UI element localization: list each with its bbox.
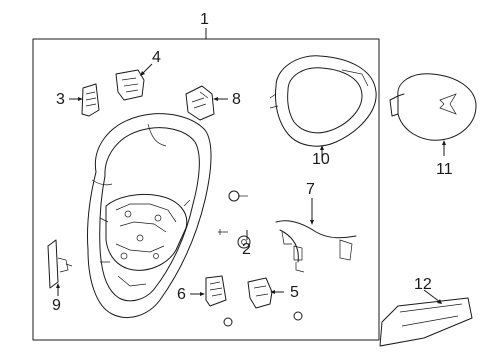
callout-11: 11 [436, 161, 453, 178]
callout-12: 12 [414, 276, 432, 293]
part-9-trim [47, 239, 73, 296]
callout-5: 5 [290, 284, 299, 301]
callout-10: 10 [312, 151, 330, 168]
part-8-switch [185, 85, 228, 121]
steering-wheel [87, 113, 212, 318]
part-12-cover [379, 289, 473, 347]
part-3-switch [69, 83, 100, 117]
callout-7: 7 [306, 181, 315, 198]
part-6-module [190, 275, 233, 327]
callout-8: 8 [232, 91, 241, 108]
callout-9: 9 [52, 297, 61, 314]
part-10-bezel [269, 55, 377, 160]
callout-1: 1 [200, 11, 209, 28]
callout-4: 4 [152, 49, 161, 66]
part-5-switch [247, 277, 303, 321]
callout-2: 2 [242, 241, 251, 258]
callout-6: 6 [177, 286, 186, 303]
part-11-airbag [389, 73, 477, 156]
part-2-fasteners [218, 190, 251, 249]
part-7-harness [275, 198, 357, 273]
part-4-switch [115, 63, 153, 101]
callout-3: 3 [56, 91, 65, 108]
